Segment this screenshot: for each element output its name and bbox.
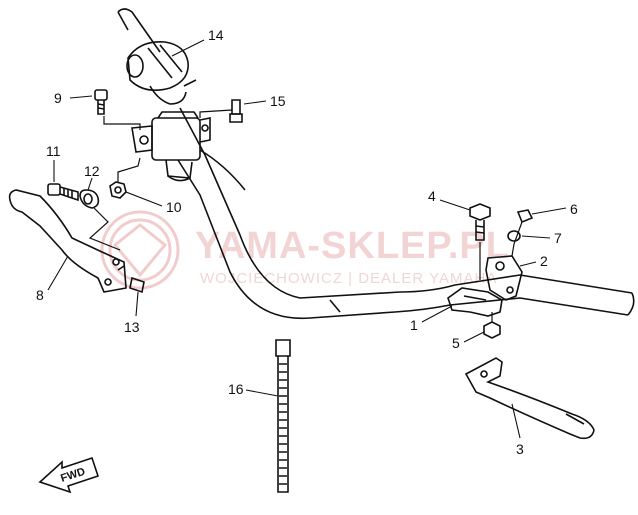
callout-leaders bbox=[47, 39, 567, 439]
callout-labels: 14 9 15 10 11 12 8 13 4 6 7 2 1 5 3 16 bbox=[36, 27, 578, 457]
leader-6-bracket bbox=[511, 221, 523, 257]
leader-15-bracket bbox=[199, 109, 233, 118]
washer-7 bbox=[507, 230, 521, 242]
leader-16 bbox=[245, 389, 279, 397]
callout-16: 16 bbox=[228, 381, 244, 397]
watermark: YAMA-SKLEP.PL WOJCIECHOWICZ | DEALER YAM… bbox=[100, 210, 510, 290]
callout-6: 6 bbox=[570, 201, 578, 217]
cable-tie-16 bbox=[275, 339, 291, 493]
throttle-grip bbox=[126, 41, 197, 105]
fwd-direction-arrow: FWD bbox=[38, 456, 100, 494]
bolt-9 bbox=[94, 89, 108, 115]
leader-15 bbox=[243, 100, 267, 105]
leader-10 bbox=[125, 191, 163, 207]
callout-1: 1 bbox=[410, 317, 418, 333]
watermark-brand: YAMA-SKLEP.PL bbox=[195, 225, 510, 267]
watermark-tagline: WOJCIECHOWICZ | DEALER YAMAHA bbox=[200, 270, 497, 287]
leader-7 bbox=[521, 235, 551, 239]
nut-10 bbox=[109, 181, 127, 199]
callout-11: 11 bbox=[46, 143, 61, 159]
watermark-logo bbox=[100, 210, 180, 290]
lever-3 bbox=[464, 357, 595, 440]
nut-5 bbox=[483, 321, 501, 339]
handlebar bbox=[117, 8, 635, 320]
lever-bracket-right bbox=[447, 255, 523, 317]
callout-2: 2 bbox=[540, 253, 548, 269]
callout-14: 14 bbox=[208, 27, 224, 43]
leader-8 bbox=[47, 255, 69, 291]
callout-10: 10 bbox=[166, 199, 182, 215]
screw-15 bbox=[229, 99, 243, 123]
leader-12-lever bbox=[88, 207, 121, 251]
screw-13 bbox=[129, 276, 145, 294]
leader-4 bbox=[439, 199, 471, 211]
leader-6 bbox=[531, 207, 567, 215]
callout-5: 5 bbox=[452, 335, 460, 351]
leader-9-bracket bbox=[103, 116, 141, 130]
callout-7: 7 bbox=[554, 230, 562, 246]
callout-13: 13 bbox=[124, 319, 140, 335]
leader-14 bbox=[171, 39, 205, 57]
callout-8: 8 bbox=[36, 287, 44, 303]
callout-12: 12 bbox=[84, 163, 100, 179]
bolt-6 bbox=[516, 209, 534, 224]
leader-3 bbox=[511, 403, 521, 439]
lever-8 bbox=[8, 189, 127, 293]
leader-1 bbox=[421, 305, 453, 323]
bolt-4 bbox=[469, 203, 491, 241]
leader-2 bbox=[519, 261, 537, 267]
leader-9 bbox=[69, 95, 93, 99]
leader-5 bbox=[463, 331, 485, 343]
callout-15: 15 bbox=[270, 93, 286, 109]
callout-3: 3 bbox=[516, 441, 524, 457]
leader-13 bbox=[135, 291, 139, 317]
lever-bracket-left bbox=[131, 111, 211, 182]
bolt-11 bbox=[47, 183, 79, 202]
collar-12 bbox=[79, 189, 100, 209]
leader-10-bracket bbox=[117, 157, 141, 182]
leader-12 bbox=[87, 177, 93, 191]
callout-9: 9 bbox=[54, 90, 62, 106]
callout-4: 4 bbox=[428, 188, 436, 204]
